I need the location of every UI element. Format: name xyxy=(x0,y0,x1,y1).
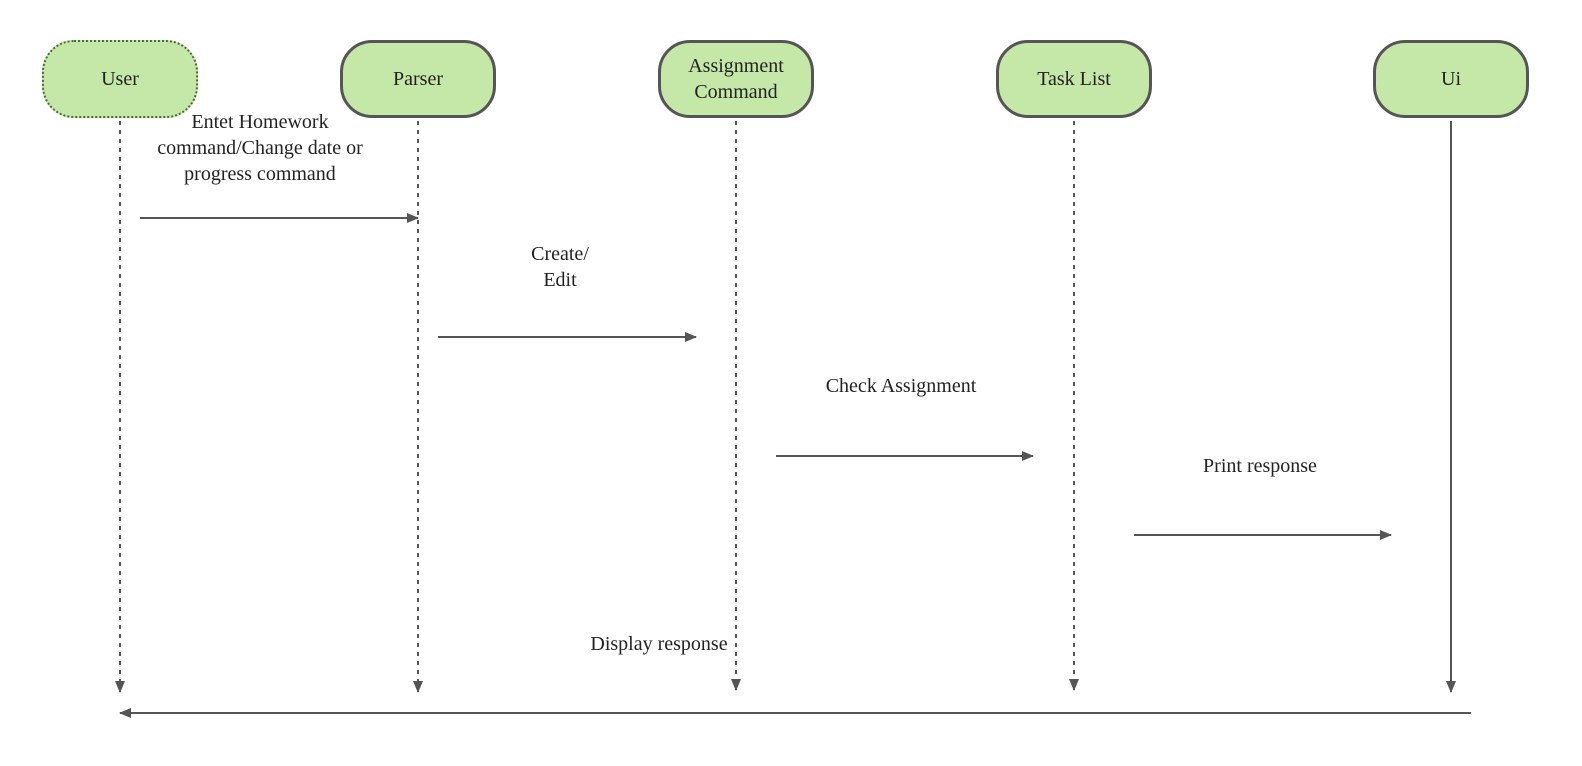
actor-user: User xyxy=(42,40,198,118)
message-label-print-response: Print response xyxy=(1203,455,1317,477)
actor-assignment-command-label: Assignment Command xyxy=(688,55,784,103)
message-label-enter-command: Entet Homework command/Change date or pr… xyxy=(157,111,363,185)
actor-task-list: Task List xyxy=(996,40,1152,118)
message-label-check-assignment: Check Assignment xyxy=(825,375,977,397)
message-label-display-response: Display response xyxy=(590,633,728,655)
actor-ui-label: Ui xyxy=(1441,68,1461,90)
actor-parser-label: Parser xyxy=(393,68,443,90)
actor-user-label: User xyxy=(101,68,139,90)
message-label-create-edit: Create/ Edit xyxy=(531,243,589,291)
actor-parser: Parser xyxy=(340,40,496,118)
actor-assignment-command: Assignment Command xyxy=(658,40,814,118)
actor-task-list-label: Task List xyxy=(1037,68,1111,90)
actor-ui: Ui xyxy=(1373,40,1529,118)
